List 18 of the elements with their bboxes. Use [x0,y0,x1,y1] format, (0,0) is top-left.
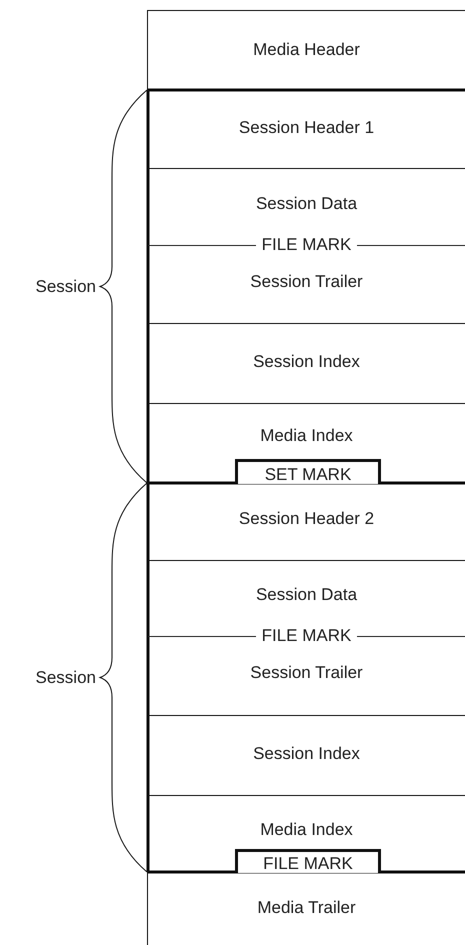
section-label: Session Trailer [249,663,364,682]
mark-label: FILE MARK [262,854,354,874]
group-label: Session [36,276,96,296]
section-label: Session Data [254,585,358,604]
section-label: Session Trailer [249,272,364,291]
section-label: Session Data [254,194,358,213]
section-label: Media Header [252,40,361,59]
section-label: Media Index [259,820,354,839]
section-label: Session Index [252,744,361,763]
section-label: Session Header 1 [238,118,376,137]
section-label: Session Index [252,352,361,371]
mark-label: SET MARK [264,464,352,484]
marker-notch [235,459,381,484]
group-label: Session [36,668,96,688]
section-label: Session Header 2 [238,509,376,528]
section-label: Media Index [259,426,354,445]
marker-notch [235,849,381,873]
section-label: Media Trailer [256,898,357,917]
